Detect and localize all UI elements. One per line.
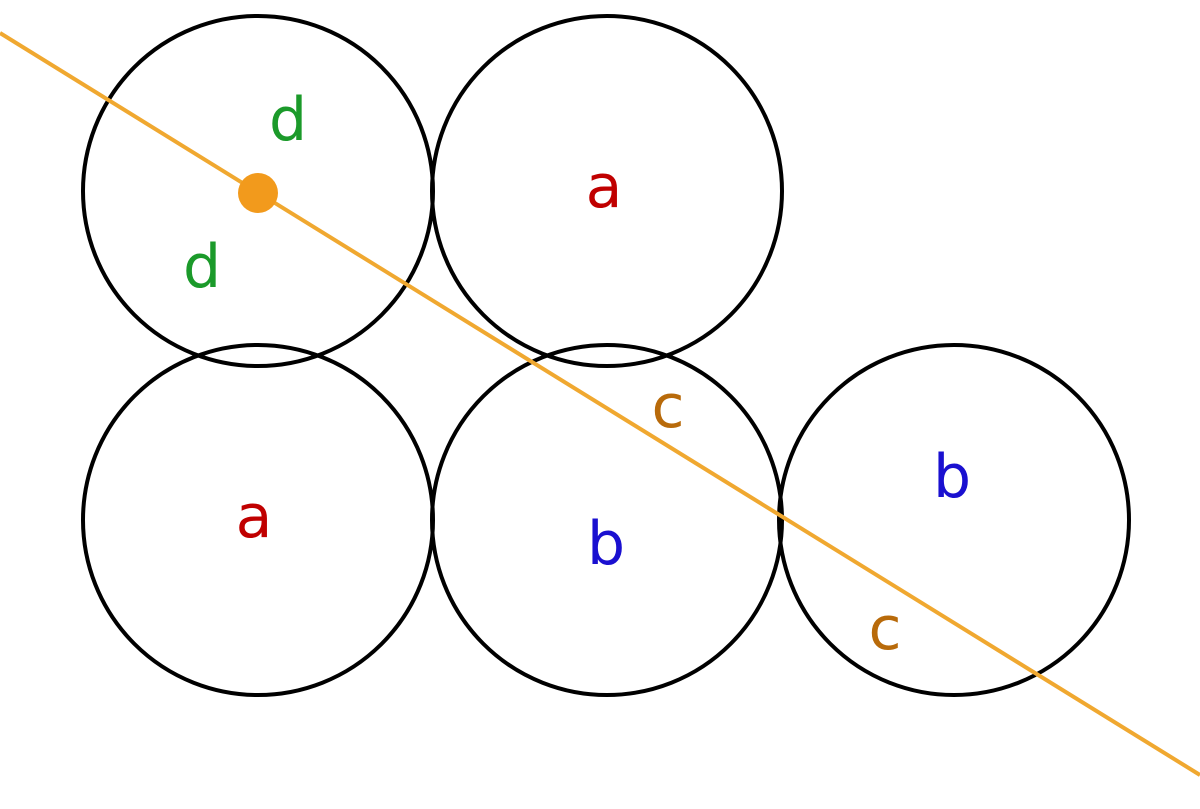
label-c-middle: c [652, 372, 685, 442]
label-c-right: c [869, 594, 902, 664]
label-d-upper: d [269, 85, 307, 155]
label-d-lower: d [183, 232, 221, 302]
label-b-middle: b [587, 509, 625, 579]
label-a-top: a [586, 152, 623, 222]
label-b-right: b [933, 442, 971, 512]
circle-top-middle [430, 14, 784, 368]
label-a-bottom: a [236, 482, 273, 552]
center-point [238, 173, 278, 213]
circle-bottom-right [777, 343, 1131, 697]
cut-line [0, 31, 1200, 777]
circle-bottom-middle [430, 343, 784, 697]
